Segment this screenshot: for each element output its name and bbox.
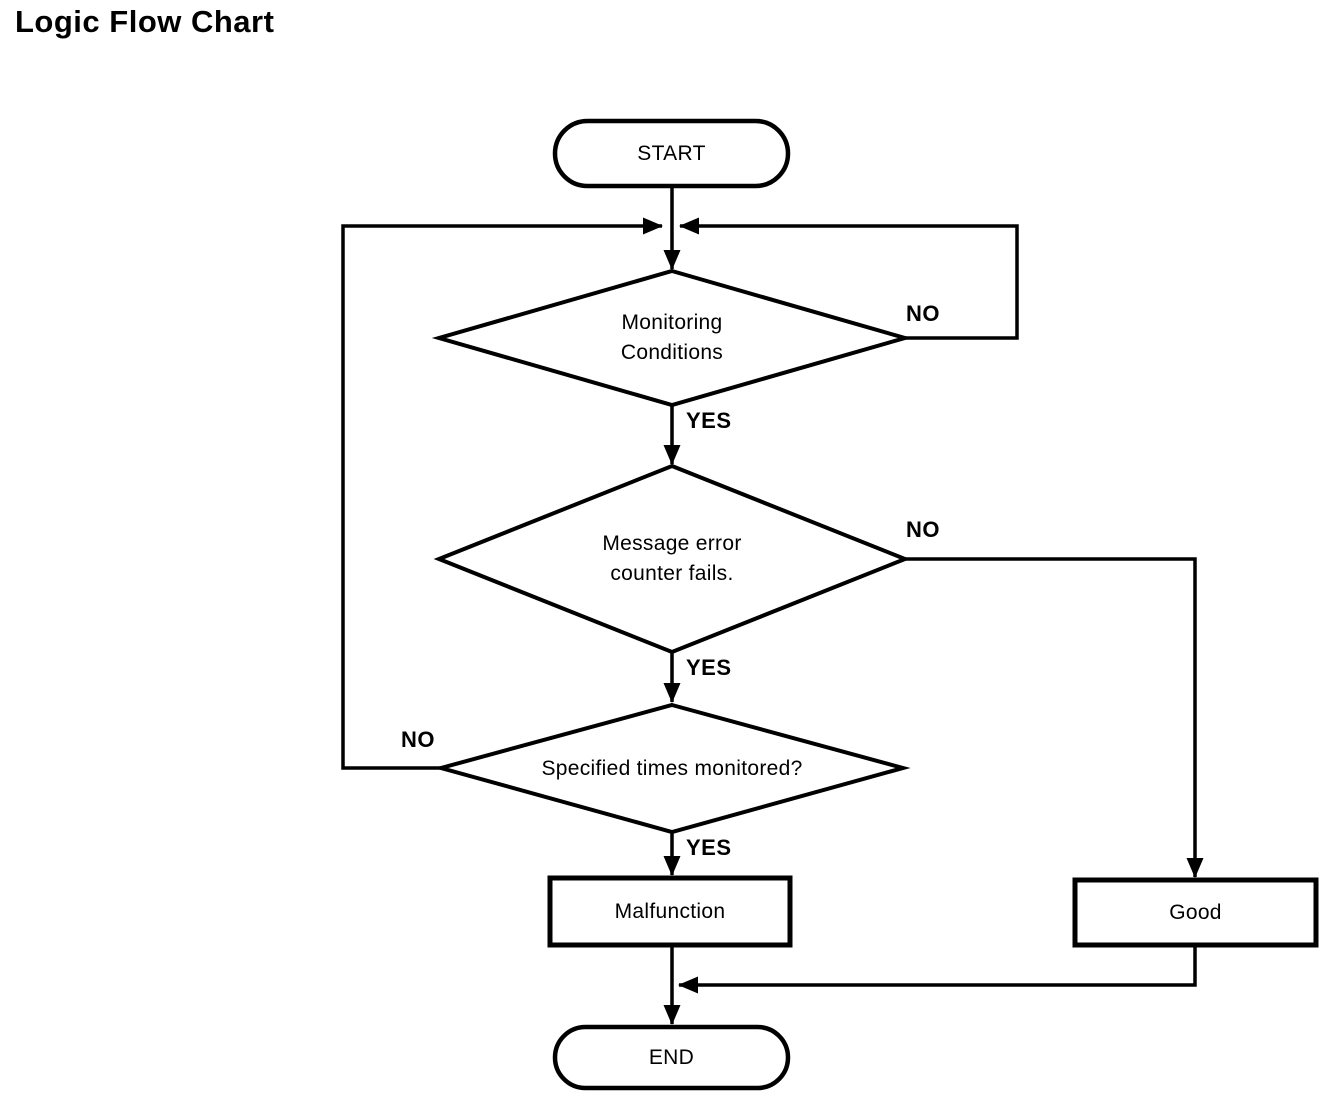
specified-times-yes-label: YES	[686, 835, 732, 860]
good-label: Good	[1169, 900, 1222, 924]
monitoring-yes-label: YES	[686, 408, 732, 433]
monitoring-label-line1: Monitoring	[621, 311, 723, 334]
message-error-no-label: NO	[906, 517, 940, 542]
specified-times-no-label: NO	[401, 727, 435, 752]
malfunction-process-shape	[547, 875, 793, 948]
edge-message-error-no-to-good	[905, 557, 1204, 878]
message-error-yes-label: YES	[686, 655, 732, 680]
start-terminator-shape	[552, 118, 791, 189]
monitoring-label: Monitoring Conditions	[439, 271, 905, 405]
good-process-shape	[1072, 877, 1319, 948]
message-error-label-line2: counter fails.	[610, 562, 734, 585]
message-error-decision-shape	[433, 463, 911, 655]
specified-times-decision-shape	[433, 702, 911, 835]
start-label: START	[637, 141, 706, 165]
edge-specified-times-no-loop	[341, 217, 663, 770]
end-terminator-shape	[552, 1024, 791, 1091]
specified-times-label: Specified times monitored?	[541, 756, 803, 780]
edge-good-return-to-end-line	[678, 945, 1197, 994]
message-error-label-line1: Message error	[602, 532, 742, 555]
monitoring-no-label: NO	[906, 301, 940, 326]
end-label: END	[648, 1045, 695, 1069]
monitoring-label-line2: Conditions	[620, 341, 724, 364]
monitoring-decision-shape	[431, 268, 913, 408]
page-title: Logic Flow Chart	[15, 4, 275, 39]
malfunction-label: Malfunction	[614, 899, 726, 923]
message-error-label: Message error counter fails.	[439, 466, 905, 652]
edge-monitoring-no-loop	[679, 217, 1019, 340]
